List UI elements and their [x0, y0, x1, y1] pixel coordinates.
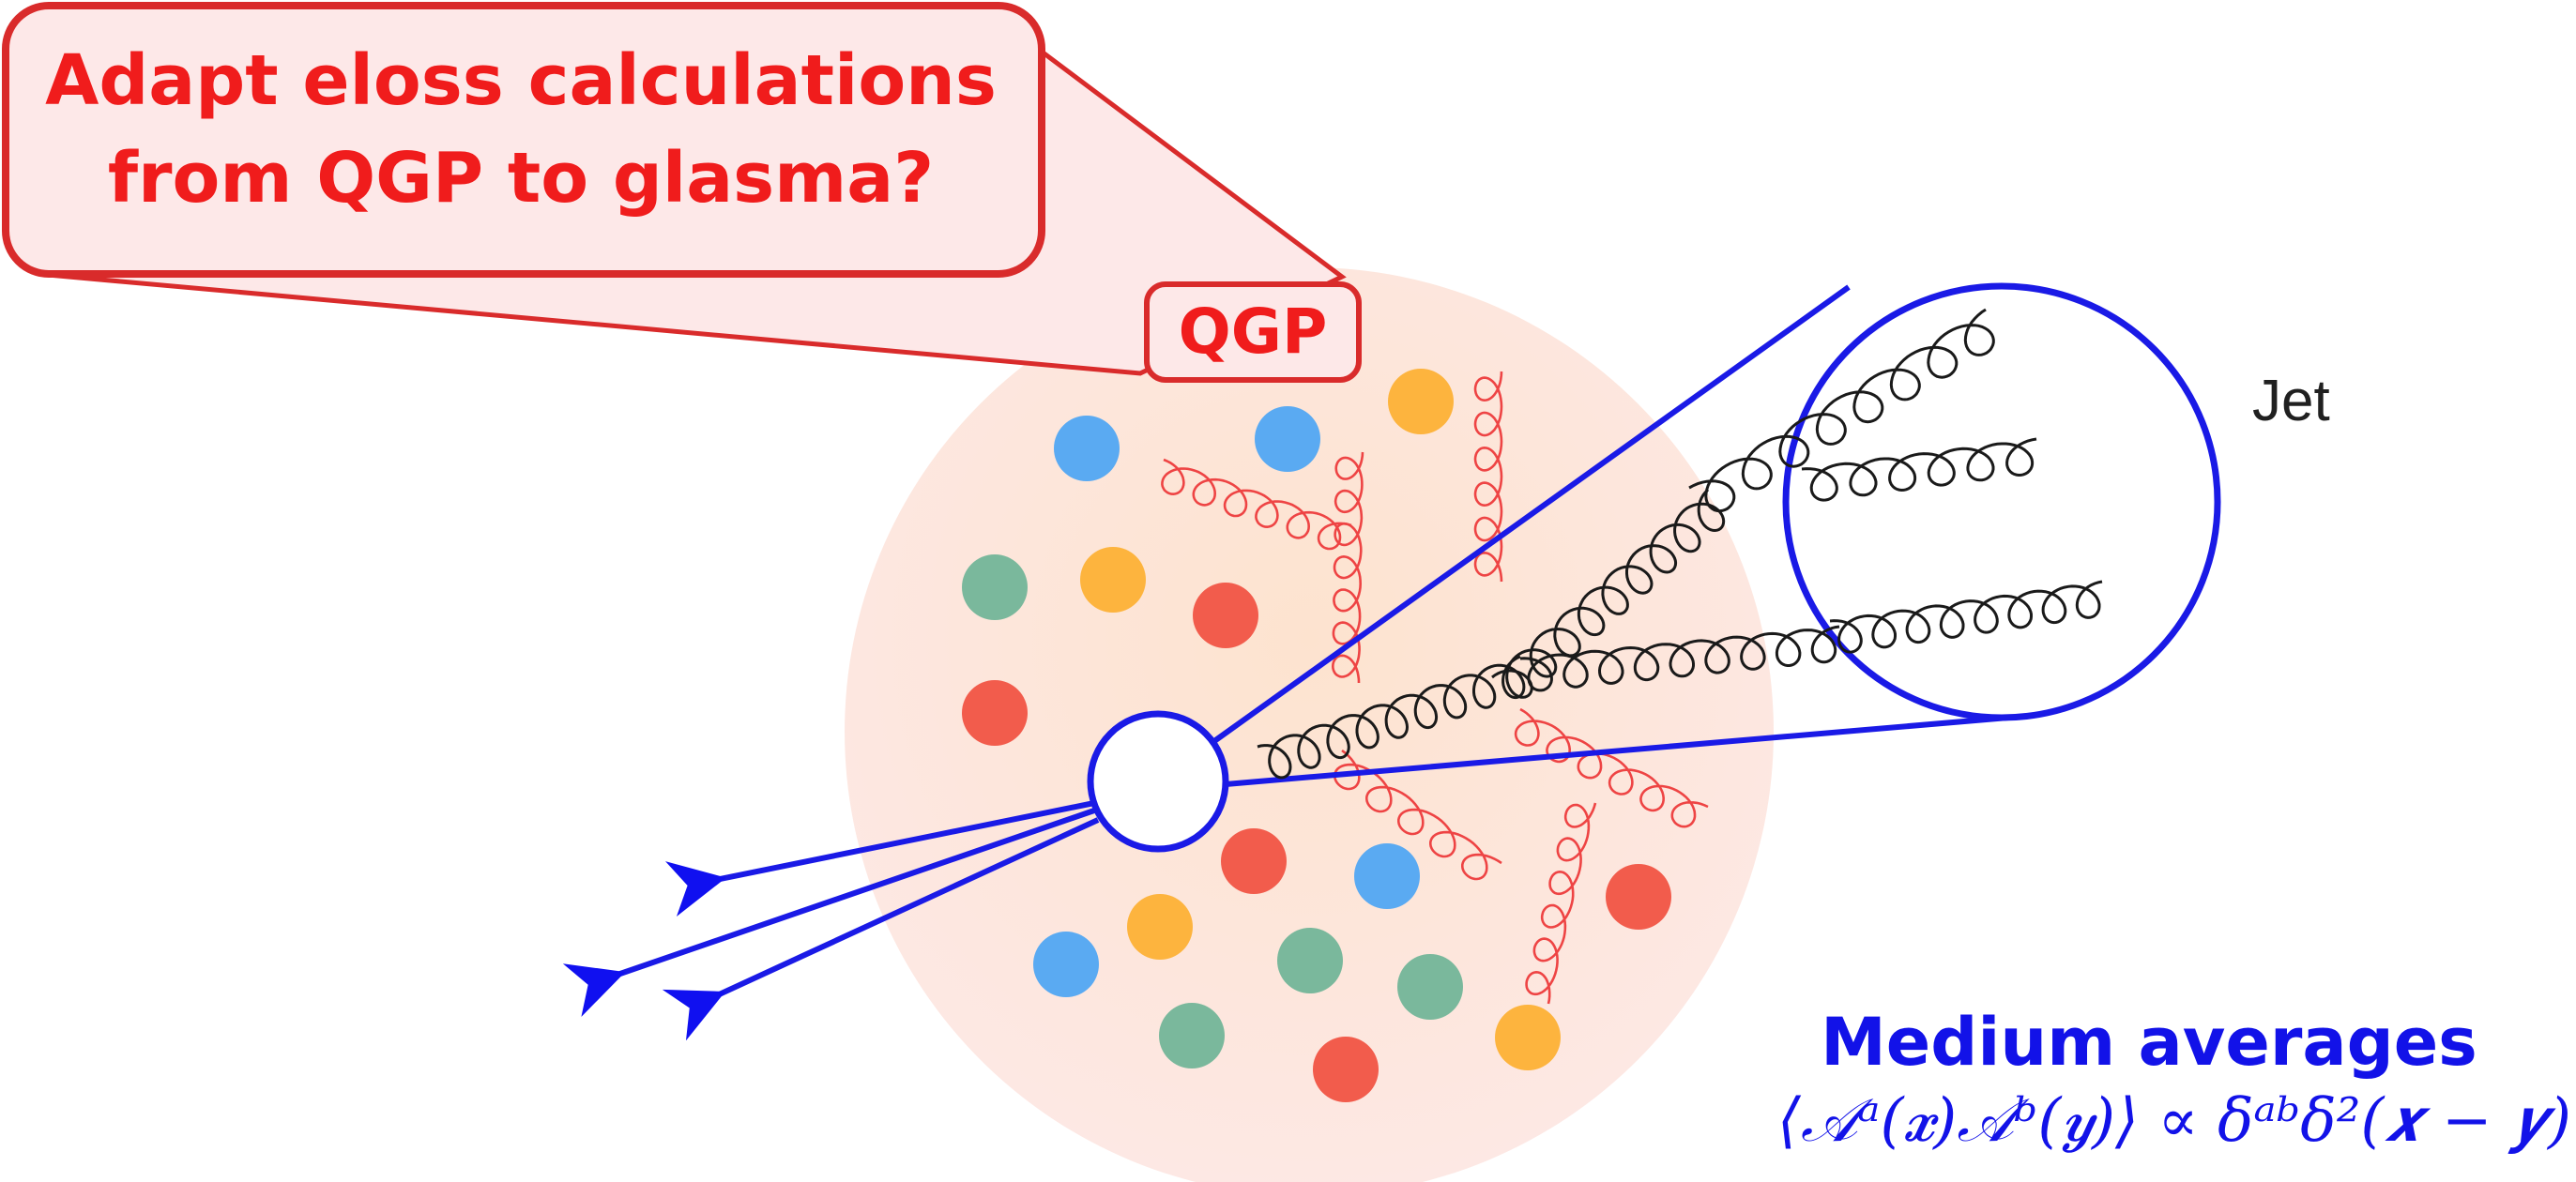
jet-cone-upper-edge: [1212, 284, 1851, 744]
medium-particle: [1606, 864, 1671, 930]
callout-box: [2, 2, 1045, 278]
medium-particle: [962, 554, 1028, 620]
jet-cone-lower-edge: [1225, 715, 2009, 787]
medium-gluon: [1473, 371, 1503, 583]
qgp-label: QGP: [1178, 296, 1328, 368]
medium-particle: [1193, 583, 1258, 648]
medium-particle: [1277, 928, 1343, 993]
callout-text: Adapt eloss calculations from QGP to gla…: [0, 32, 1042, 227]
medium-gluon: [1331, 451, 1364, 684]
outgoing-arrow-bottom: [662, 817, 1100, 1041]
medium-particle: [1354, 843, 1420, 909]
jet-gluon: [1801, 437, 2037, 502]
medium-particle: [1313, 1037, 1379, 1102]
medium-particle: [1033, 932, 1099, 997]
medium-gluon: [1514, 707, 1709, 828]
medium-gluons: [1161, 371, 1709, 1005]
outgoing-arrow-middle: [562, 808, 1095, 1017]
medium-particle: [1255, 406, 1320, 472]
jet-gluon: [1491, 488, 1726, 699]
medium-gluon: [1525, 802, 1597, 1005]
medium-particle: [1054, 416, 1120, 481]
medium-averages-title: Medium averages: [1821, 1004, 2477, 1081]
qgp-label-box: [1144, 281, 1362, 383]
medium-particle: [962, 680, 1028, 746]
medium-particle: [1080, 547, 1146, 613]
jet-origin-vertex: [1087, 710, 1229, 853]
callout-line-1: Adapt eloss calculations: [45, 40, 997, 121]
medium-particle: [1388, 369, 1454, 434]
jet-gluons: [1257, 308, 2103, 780]
medium-averages-formula: ⟨𝒜ᵃ(𝒙)𝒜ᵇ(𝒚)⟩ ∝ δᵃᵇδ²(𝒙 − 𝒚): [1776, 1086, 2571, 1156]
jet-gluon: [1257, 655, 1526, 780]
medium-particles: [962, 369, 1671, 1102]
medium-gluon: [1161, 458, 1352, 551]
medium-particle: [1495, 1005, 1561, 1070]
medium-particle: [1221, 828, 1287, 894]
outgoing-arrow-top: [664, 800, 1095, 917]
jet-gluon: [1519, 625, 1840, 692]
jet-gluon: [1688, 308, 1995, 513]
callout-line-2: from QGP to glasma?: [107, 138, 935, 219]
jet-gluon: [1829, 580, 2103, 654]
medium-particle: [1397, 954, 1463, 1020]
medium-gluon: [1334, 749, 1502, 881]
jet-label: Jet: [2252, 369, 2330, 433]
medium-particle: [1159, 1003, 1225, 1068]
medium-particle: [1127, 894, 1193, 960]
